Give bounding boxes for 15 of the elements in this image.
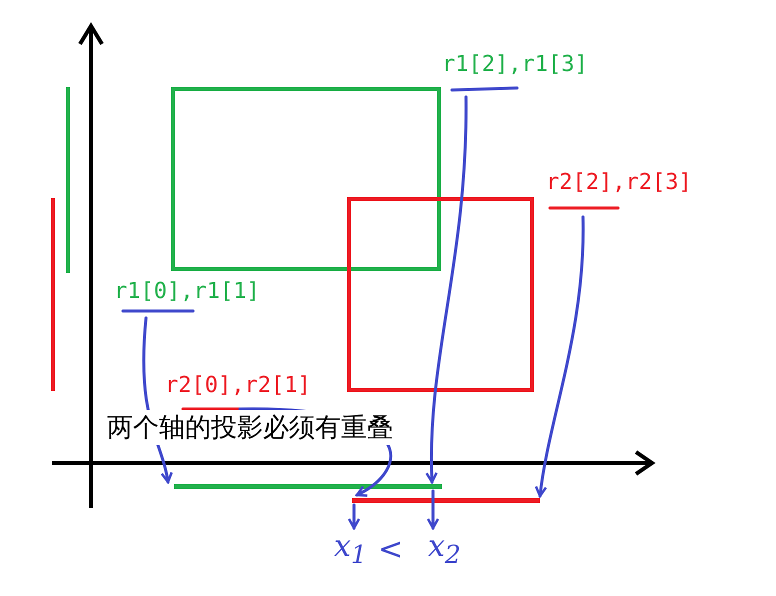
leader-arrow xyxy=(535,216,584,498)
projection-bar xyxy=(174,484,442,489)
projection-bar xyxy=(352,498,540,503)
coordinate-label: r1[0],r1[1] xyxy=(114,279,260,305)
rectangle-outline xyxy=(171,87,441,271)
variable-label: x$_{1}$ xyxy=(334,530,367,572)
leader-arrow xyxy=(426,96,468,484)
note-text: 两个轴的投影必须有重叠 xyxy=(107,410,393,445)
leader-arrow xyxy=(348,504,360,530)
leader-arrow xyxy=(426,490,440,530)
coordinate-label: r2[2],r2[3] xyxy=(546,170,692,196)
coordinate-label: r1[2],r1[3] xyxy=(442,52,588,78)
rectangle-outline xyxy=(347,197,534,392)
coordinate-label: r2[0],r2[1] xyxy=(165,373,311,399)
variable-label: x$_{2}$ xyxy=(428,530,461,572)
